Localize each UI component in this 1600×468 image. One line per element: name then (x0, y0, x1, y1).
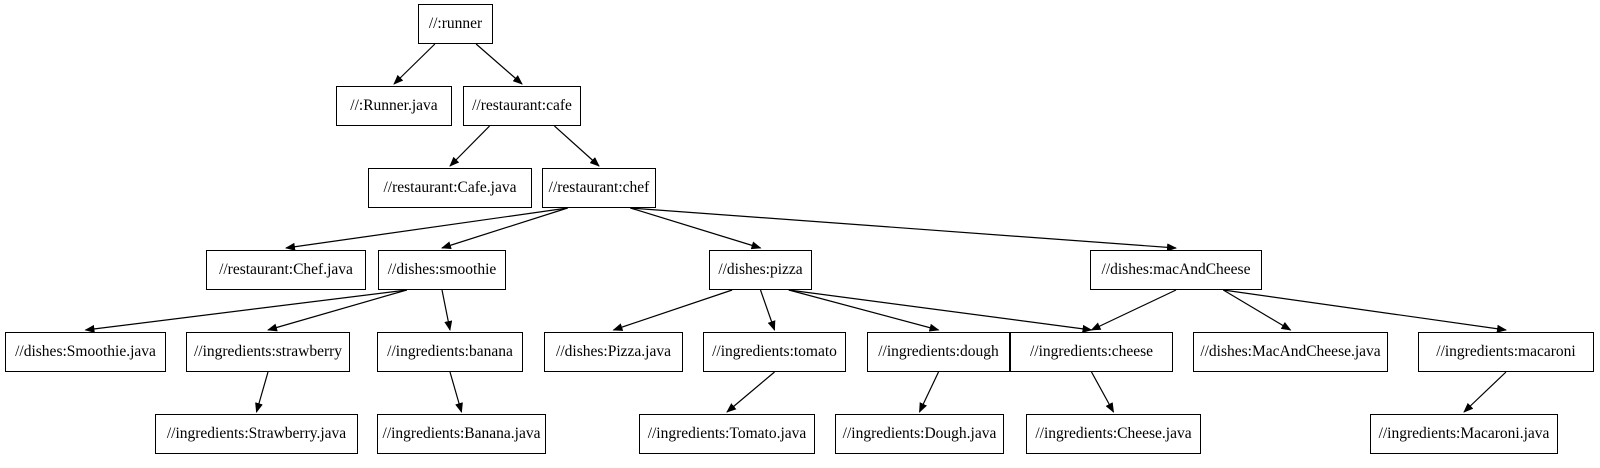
graph-edge-dishes_macandcheese-to-ing_cheese (1090, 289, 1177, 331)
graph-node-label: //ingredients:tomato (712, 343, 837, 361)
graph-node-label: //dishes:pizza (718, 261, 803, 279)
graph-node-label: //ingredients:Banana.java (382, 425, 541, 443)
graph-node-label: //ingredients:Strawberry.java (166, 425, 347, 443)
graph-edge-ing_tomato-to-ing_tomato_java (726, 371, 775, 413)
graph-edge-dishes_pizza-to-ing_dough (788, 289, 940, 332)
graph-node-ing_tomato[interactable]: //ingredients:tomato (703, 332, 846, 372)
graph-node-restaurant_cafe[interactable]: //restaurant:cafe (463, 86, 581, 126)
graph-node-ing_dough[interactable]: //ingredients:dough (867, 332, 1010, 372)
graph-edge-dishes_pizza-to-ing_tomato (759, 289, 776, 331)
graph-edge-restaurant_chef-to-dishes_pizza (630, 207, 762, 250)
graph-node-ing_strawberry[interactable]: //ingredients:strawberry (186, 332, 350, 372)
graph-node-ing_dough_java[interactable]: //ingredients:Dough.java (835, 414, 1004, 454)
graph-edge-dishes_macandcheese-to-ing_macaroni (1223, 289, 1507, 333)
graph-edge-dishes_macandcheese-to-dishes_macandcheese_java (1222, 289, 1292, 331)
graph-node-label: //:Runner.java (350, 97, 438, 115)
graph-node-dishes_pizza_java[interactable]: //dishes:Pizza.java (544, 332, 683, 372)
graph-edge-ing_cheese-to-ing_cheese_java (1090, 371, 1115, 413)
graph-node-label: //ingredients:macaroni (1436, 343, 1576, 361)
graph-node-label: //ingredients:Cheese.java (1035, 425, 1192, 443)
graph-node-runner[interactable]: //:runner (418, 4, 493, 44)
graph-node-label: //dishes:MacAndCheese.java (1200, 343, 1381, 361)
graph-node-dishes_smoothie_java[interactable]: //dishes:Smoothie.java (5, 332, 166, 372)
graph-node-label: //ingredients:Tomato.java (647, 425, 807, 443)
graph-node-dishes_pizza[interactable]: //dishes:pizza (709, 250, 812, 290)
graph-node-ing_strawberry_java[interactable]: //ingredients:Strawberry.java (155, 414, 358, 454)
graph-node-ing_macaroni[interactable]: //ingredients:macaroni (1418, 332, 1594, 372)
graph-node-ing_tomato_java[interactable]: //ingredients:Tomato.java (639, 414, 815, 454)
graph-edge-dishes_smoothie-to-ing_banana (441, 289, 453, 331)
graph-node-label: //dishes:smoothie (387, 261, 497, 279)
graph-edge-dishes_pizza-to-dishes_pizza_java (612, 289, 733, 331)
graph-edge-dishes_smoothie-to-dishes_smoothie_java (84, 289, 407, 333)
graph-edge-ing_macaroni-to-ing_macaroni_java (1463, 371, 1507, 413)
graph-edge-dishes_smoothie-to-ing_strawberry (267, 289, 407, 332)
graph-edge-ing_dough-to-ing_dough_java (918, 371, 940, 413)
graph-node-label: //restaurant:chef (548, 179, 650, 197)
graph-edge-restaurant_chef-to-dishes_smoothie (441, 207, 568, 250)
graph-node-label: //ingredients:Macaroni.java (1378, 425, 1550, 443)
graph-edge-restaurant_cafe-to-restaurant_chef (554, 125, 600, 167)
graph-node-dishes_smoothie[interactable]: //dishes:smoothie (378, 250, 506, 290)
graph-node-label: //ingredients:banana (387, 343, 513, 361)
graph-node-label: //dishes:Pizza.java (556, 343, 671, 361)
graph-edge-restaurant_chef-to-restaurant_chef_java (285, 207, 568, 251)
graph-node-ing_macaroni_java[interactable]: //ingredients:Macaroni.java (1370, 414, 1558, 454)
graph-node-label: //ingredients:strawberry (193, 343, 343, 361)
graph-node-label: //ingredients:cheese (1029, 343, 1154, 361)
graph-node-restaurant_cafe_java[interactable]: //restaurant:Cafe.java (368, 168, 532, 208)
graph-edge-ing_strawberry-to-ing_strawberry_java (255, 371, 269, 413)
graph-node-label: //:runner (428, 15, 483, 33)
graph-edge-runner-to-restaurant_cafe (475, 43, 523, 85)
graph-node-label: //dishes:macAndCheese (1101, 261, 1251, 279)
graph-edge-runner-to-runner_java (393, 43, 436, 85)
graph-node-restaurant_chef_java[interactable]: //restaurant:Chef.java (206, 250, 366, 290)
graph-node-ing_banana_java[interactable]: //ingredients:Banana.java (377, 414, 546, 454)
graph-node-runner_java[interactable]: //:Runner.java (336, 86, 452, 126)
graph-edge-restaurant_cafe-to-restaurant_cafe_java (449, 125, 490, 167)
graph-node-label: //dishes:Smoothie.java (15, 343, 156, 361)
graph-node-dishes_macandcheese_java[interactable]: //dishes:MacAndCheese.java (1193, 332, 1388, 372)
graph-node-label: //restaurant:Cafe.java (383, 179, 517, 197)
graph-node-ing_cheese[interactable]: //ingredients:cheese (1010, 332, 1173, 372)
graph-edge-ing_banana-to-ing_banana_java (449, 371, 463, 413)
graph-node-restaurant_chef[interactable]: //restaurant:chef (542, 168, 656, 208)
graph-node-label: //restaurant:Chef.java (219, 261, 353, 279)
graph-node-ing_cheese_java[interactable]: //ingredients:Cheese.java (1026, 414, 1201, 454)
graph-edge-restaurant_chef-to-dishes_macandcheese (630, 207, 1177, 252)
graph-node-label: //ingredients:Dough.java (842, 425, 997, 443)
graph-node-dishes_macandcheese[interactable]: //dishes:macAndCheese (1090, 250, 1262, 290)
graph-node-label: //restaurant:cafe (472, 97, 572, 115)
graph-node-ing_banana[interactable]: //ingredients:banana (377, 332, 523, 372)
graph-node-label: //ingredients:dough (878, 343, 999, 361)
graph-edge-dishes_pizza-to-ing_cheese (788, 289, 1093, 333)
